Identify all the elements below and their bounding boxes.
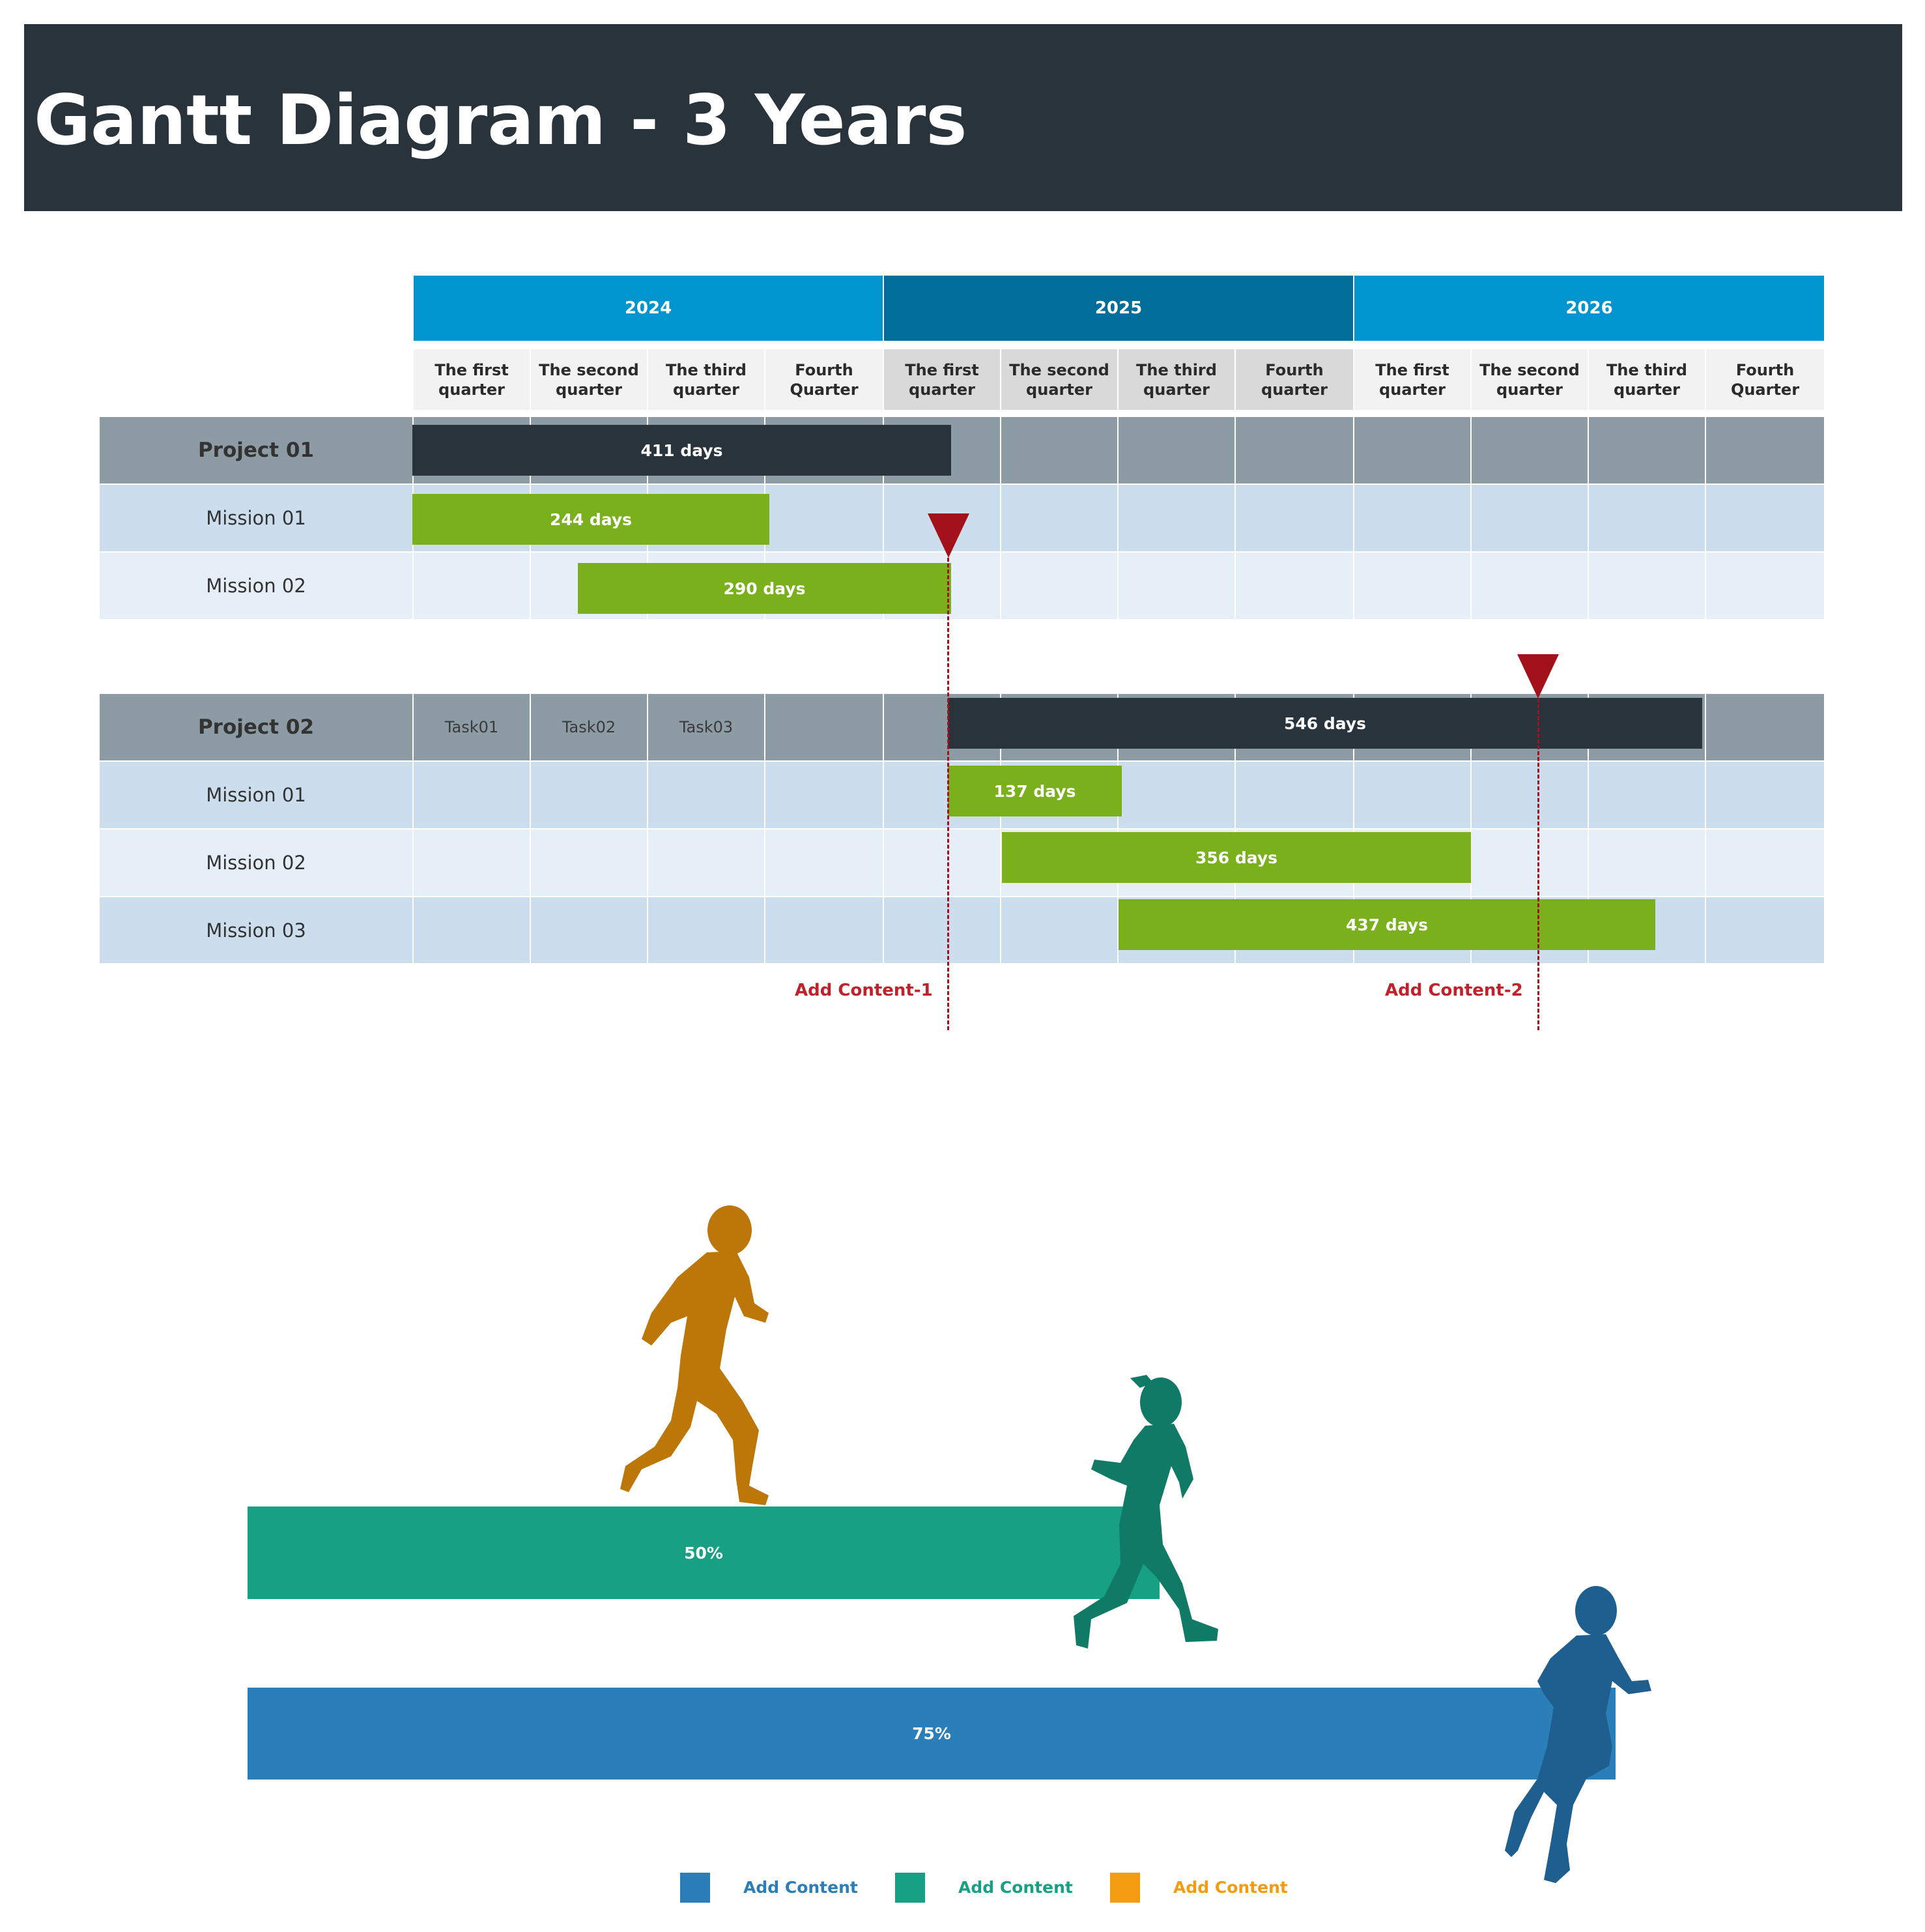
mission-bar: 356 days bbox=[1002, 832, 1471, 883]
milestone-marker bbox=[1517, 654, 1559, 699]
mission-label: Mission 02 bbox=[206, 575, 306, 597]
year-header-2025: 2025 bbox=[884, 276, 1353, 341]
project-label: Project 02 bbox=[197, 715, 315, 739]
task-label: Task03 bbox=[679, 718, 734, 736]
quarter-header: Fourth quarter bbox=[1236, 349, 1353, 410]
legend-label: Add Content bbox=[743, 1878, 858, 1897]
progress-bar-50: 50% bbox=[248, 1507, 1160, 1599]
legend-swatch bbox=[895, 1873, 925, 1903]
mission-bar: 437 days bbox=[1119, 899, 1655, 950]
milestone-note: Add Content-1 bbox=[795, 981, 933, 1000]
project-row bbox=[100, 417, 1824, 483]
mission-label: Mission 02 bbox=[206, 852, 306, 874]
project-bar: 411 days bbox=[412, 425, 951, 476]
mission-bar: 137 days bbox=[948, 766, 1122, 816]
legend-swatch bbox=[680, 1873, 710, 1903]
mission-bar: 290 days bbox=[578, 563, 951, 614]
title-banner bbox=[24, 24, 1902, 211]
quarter-header: The third quarter bbox=[648, 349, 764, 410]
mission-row bbox=[100, 553, 1824, 619]
quarter-header: The second quarter bbox=[1001, 349, 1117, 410]
runner-orange-icon bbox=[620, 1205, 769, 1505]
milestone-marker bbox=[928, 513, 969, 558]
project-label: Project 01 bbox=[197, 439, 315, 462]
mission-label: Mission 03 bbox=[206, 919, 306, 942]
quarter-header: The second quarter bbox=[531, 349, 647, 410]
quarter-header: The first quarter bbox=[884, 349, 1000, 410]
year-header-2026: 2026 bbox=[1354, 276, 1824, 341]
quarter-header: Fourth Quarter bbox=[1706, 349, 1824, 410]
quarter-header: The second quarter bbox=[1472, 349, 1588, 410]
mission-label: Mission 01 bbox=[206, 784, 306, 806]
quarter-header: The third quarter bbox=[1589, 349, 1705, 410]
mission-label: Mission 01 bbox=[206, 507, 306, 529]
legend-swatch bbox=[1110, 1873, 1140, 1903]
legend-label: Add Content bbox=[1173, 1878, 1288, 1897]
progress-bar-75: 75% bbox=[248, 1688, 1616, 1780]
quarter-header: The first quarter bbox=[1354, 349, 1470, 410]
quarter-header: Fourth Quarter bbox=[765, 349, 883, 410]
quarter-header: The third quarter bbox=[1119, 349, 1234, 410]
quarter-header: The first quarter bbox=[414, 349, 530, 410]
page-title: Gantt Diagram - 3 Years bbox=[34, 80, 967, 160]
mission-row bbox=[100, 829, 1824, 896]
runner-blue-icon bbox=[1505, 1586, 1651, 1883]
milestone-line bbox=[947, 558, 949, 1030]
legend-label: Add Content bbox=[958, 1878, 1073, 1897]
milestone-line bbox=[1537, 699, 1539, 1030]
mission-bar: 244 days bbox=[412, 494, 769, 545]
project-bar: 546 days bbox=[948, 698, 1702, 749]
runner-teal-icon bbox=[1074, 1375, 1218, 1649]
task-label: Task01 bbox=[444, 718, 499, 736]
task-label: Task02 bbox=[562, 718, 616, 736]
milestone-note: Add Content-2 bbox=[1385, 981, 1523, 1000]
year-header-2024: 2024 bbox=[414, 276, 883, 341]
